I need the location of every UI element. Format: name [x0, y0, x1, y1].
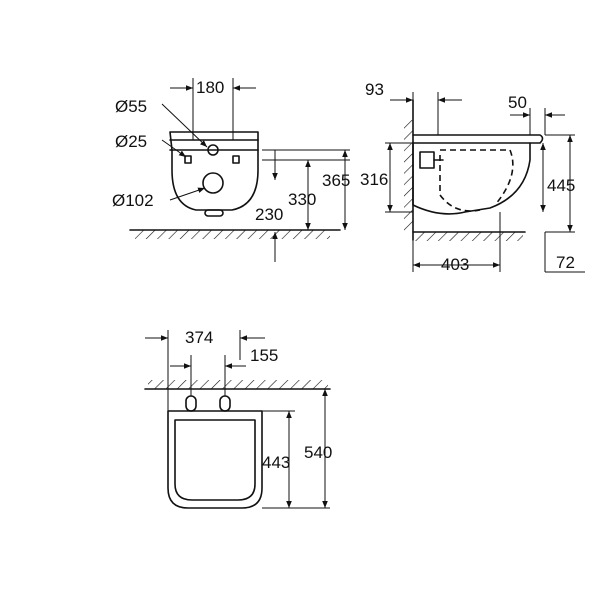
label-w180: 180 — [196, 78, 224, 97]
label-h443: 443 — [262, 453, 290, 472]
bolt-left — [184, 155, 192, 164]
bowl-front-outline — [169, 131, 259, 211]
label-d374: 374 — [185, 328, 213, 347]
label-h330: 330 — [288, 190, 316, 209]
label-d93: 93 — [365, 80, 384, 99]
hinge-right — [219, 395, 231, 412]
hole-55 — [207, 144, 219, 156]
floor-hatch — [135, 230, 330, 239]
leader-102 — [169, 187, 206, 201]
label-h540: 540 — [304, 443, 332, 462]
bowl-side-body — [412, 142, 531, 215]
seat-top-inner — [174, 419, 256, 501]
label-d55: Ø55 — [115, 97, 147, 116]
leader-55 — [161, 103, 208, 148]
label-h445: 445 — [547, 176, 575, 195]
label-h230: 230 — [255, 205, 283, 224]
outlet-foot — [204, 209, 224, 217]
bowl-inner-dashed — [439, 149, 514, 212]
label-h365: 365 — [322, 171, 350, 190]
bolt-right — [232, 155, 240, 164]
side-view: 93 50 316 445 403 72 — [360, 80, 585, 274]
leader-25 — [161, 139, 187, 158]
hole-102 — [202, 172, 224, 194]
front-view: Ø55 Ø25 Ø102 180 365 330 230 — [112, 78, 350, 262]
label-d155: 155 — [250, 346, 278, 365]
side-floor-hatch — [413, 232, 523, 241]
pipe-connector — [419, 151, 435, 169]
top-view: 374 155 443 540 — [144, 328, 332, 509]
label-h316: 316 — [360, 170, 388, 189]
bowl-side-outline — [412, 134, 544, 144]
label-d403: 403 — [441, 255, 469, 274]
label-d72: 72 — [556, 253, 575, 272]
hinge-left — [185, 395, 197, 412]
label-d50: 50 — [508, 93, 527, 112]
wall-hatch — [404, 120, 413, 232]
label-d102: Ø102 — [112, 191, 154, 210]
label-d25: Ø25 — [115, 132, 147, 151]
top-wall-hatch — [148, 380, 328, 389]
seat-top-outline — [167, 410, 263, 509]
